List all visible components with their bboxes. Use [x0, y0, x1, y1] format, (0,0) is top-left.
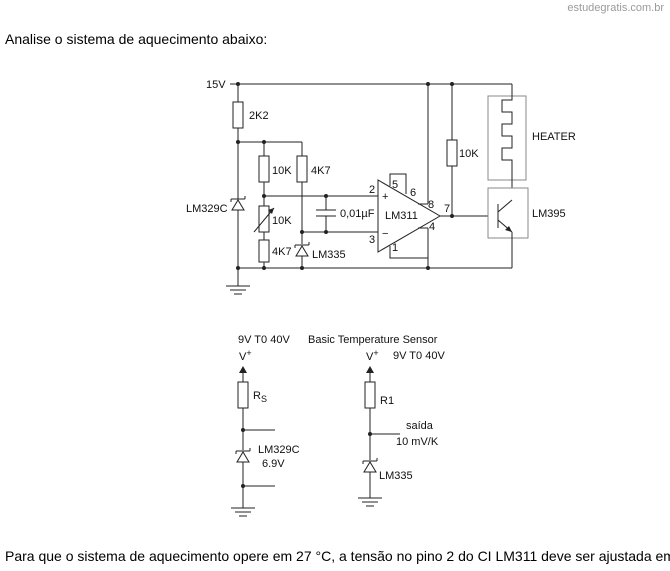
resistor-4k7-top — [296, 155, 308, 183]
lm329c-label: LM329C — [186, 203, 228, 215]
capacitor-label: 0,01µF — [340, 208, 375, 220]
lm395-label: LM395 — [532, 208, 566, 220]
rs-label: RS — [253, 390, 267, 404]
ref-diode-label: LM329C — [258, 444, 300, 456]
resistor-pullup-10k — [446, 139, 458, 167]
sensor-title: Basic Temperature Sensor — [308, 334, 438, 346]
resistor-2k2-label: 2K2 — [249, 110, 269, 122]
resistor-4k7-top-label: 4K7 — [311, 165, 331, 177]
zener-lm329c — [231, 199, 245, 211]
pin2-label: 2 — [369, 184, 375, 196]
ref-vplus-label: V+ — [239, 348, 252, 363]
ref-diode-voltage: 6.9V — [262, 458, 285, 470]
resistor-10k-top-label: 10K — [272, 165, 292, 177]
output-scale-label: 10 mV/K — [396, 436, 439, 448]
ref-range-label: 9V T0 40V — [238, 334, 290, 346]
plus-label: + — [382, 191, 388, 203]
question-intro: Analise o sistema de aquecimento abaixo: — [5, 31, 268, 47]
pin1-label: 1 — [392, 242, 398, 254]
sensor-lm335 — [295, 245, 309, 257]
pin6-label: 6 — [410, 187, 416, 199]
resistor-4k7-bottom — [258, 239, 270, 263]
sensor-vplus-label: V+ — [366, 348, 379, 363]
watermark: estudegratis.com.br — [567, 2, 664, 14]
zener-ref — [236, 451, 250, 463]
r1-label: R1 — [380, 395, 394, 407]
potentiometer-10k — [258, 205, 270, 233]
output-label: saída — [406, 420, 434, 432]
sensor-basic-label: LM335 — [379, 470, 413, 482]
pullup-label: 10K — [459, 148, 479, 160]
supply-label: 15V — [206, 79, 226, 91]
pin4-label: 4 — [429, 221, 435, 233]
resistor-2k2 — [232, 101, 244, 129]
resistor-rs — [237, 381, 249, 409]
resistor-r1 — [364, 381, 376, 409]
sensor-lm335-basic — [363, 461, 377, 473]
question-footer: Para que o sistema de aquecimento opere … — [5, 548, 670, 564]
lm311-label: LM311 — [385, 210, 418, 222]
sensor-range-label: 9V T0 40V — [393, 350, 445, 362]
pin3-label: 3 — [369, 234, 375, 246]
pin7-label: 7 — [444, 203, 450, 215]
resistor-10k-top — [258, 155, 270, 183]
comparator-lm311 — [377, 179, 441, 253]
potentiometer-10k-label: 10K — [272, 215, 292, 227]
heater-element — [487, 95, 527, 181]
resistor-4k7-bottom-label: 4K7 — [272, 246, 292, 258]
pin5-label: 5 — [392, 179, 398, 191]
minus-label: − — [382, 228, 388, 240]
pin8-label: 8 — [428, 199, 434, 211]
heater-label: HEATER — [532, 131, 576, 143]
lm335-label: LM335 — [312, 249, 346, 261]
